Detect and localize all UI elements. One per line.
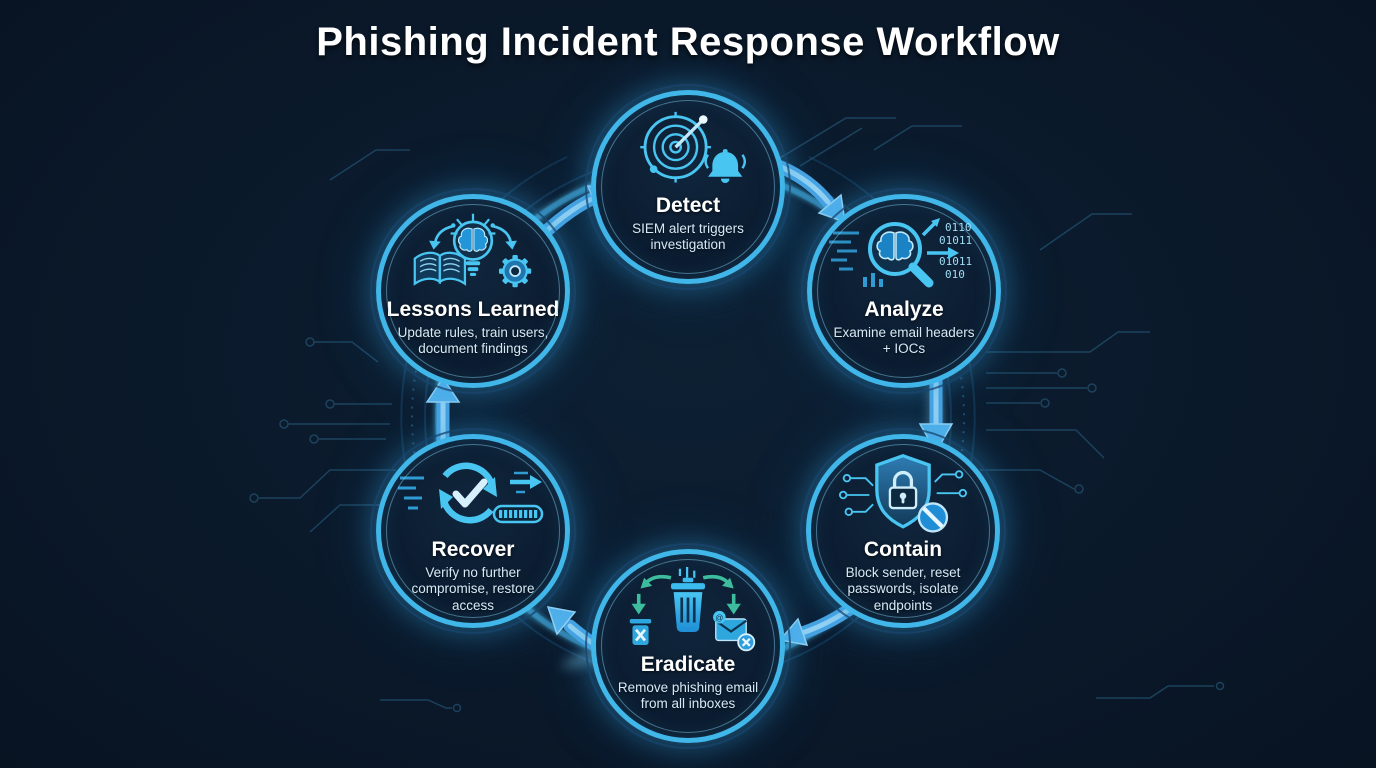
binary-text: 0110 01011 01011 010 [939, 221, 979, 281]
steam-lines [678, 567, 696, 578]
lightbulb-brain-icon [450, 213, 496, 277]
node-eradicate: @ Eradicate Remove phishing email from a… [585, 543, 791, 749]
brain-icon [876, 231, 914, 261]
refresh-icon [439, 462, 497, 524]
radar-bell-icon [623, 109, 753, 193]
progress-bar-icon [492, 504, 544, 524]
node-analyze-description: Examine email headers + IOCs [833, 325, 975, 357]
node-contain-title: Contain [863, 538, 943, 561]
book-lightbulb-gear-icon [398, 213, 548, 297]
forward-arrow [510, 471, 542, 494]
node-detect: Detect SIEM alert triggers investigation [585, 84, 791, 290]
trend-arrows [921, 218, 959, 259]
page-title: Phishing Incident Response Workflow [316, 20, 1060, 64]
shield-lock-block-icon [833, 453, 973, 537]
node-detect-description: SIEM alert triggers investigation [632, 221, 744, 253]
node-lessons-learned-title: Lessons Learned [386, 298, 560, 321]
block-icon [917, 502, 949, 533]
gear-icon [498, 255, 532, 288]
node-contain: Contain Block sender, reset passwords, i… [800, 428, 1006, 634]
branch-arrows [429, 223, 517, 250]
bell-icon [704, 149, 746, 183]
small-trash-icon [629, 618, 652, 645]
arrow-analyze-to-contain [918, 367, 954, 454]
svg-text:@: @ [715, 613, 723, 622]
trash-email-delete-icon: @ [613, 567, 763, 652]
node-recover: Recover Verify no further compromise, re… [370, 428, 576, 634]
node-detect-title: Detect [655, 194, 721, 217]
mini-bars [863, 273, 883, 287]
node-analyze-title: Analyze [864, 298, 944, 321]
book-icon [413, 251, 467, 286]
check-icon [452, 478, 488, 508]
circuit-trace-left [249, 149, 462, 713]
trash-icon [670, 577, 706, 632]
lock-icon [888, 471, 918, 510]
node-lessons-learned: Lessons Learned Update rules, train user… [370, 188, 576, 394]
node-eradicate-description: Remove phishing email from all inboxes [617, 680, 759, 712]
node-recover-title: Recover [431, 538, 515, 561]
scatter-arrows [631, 574, 741, 615]
node-contain-description: Block sender, reset passwords, isolate e… [845, 565, 961, 613]
circuit-trace-right [779, 117, 1225, 699]
email-icon: @ [713, 610, 756, 652]
speed-lines [398, 476, 424, 510]
node-analyze: 0110 01011 01011 010 Analyze Examine ema… [801, 188, 1007, 394]
node-lessons-learned-description: Update rules, train users, document find… [397, 325, 549, 357]
circuit-stubs [838, 470, 968, 517]
data-stream-lines [829, 231, 859, 271]
radar-icon [640, 111, 711, 183]
refresh-check-progress-icon [398, 453, 548, 537]
node-eradicate-title: Eradicate [640, 653, 736, 676]
node-recover-description: Verify no further compromise, restore ac… [411, 565, 535, 613]
magnifier-handle [908, 262, 934, 288]
magnifier-brain-icon: 0110 01011 01011 010 [829, 213, 979, 297]
